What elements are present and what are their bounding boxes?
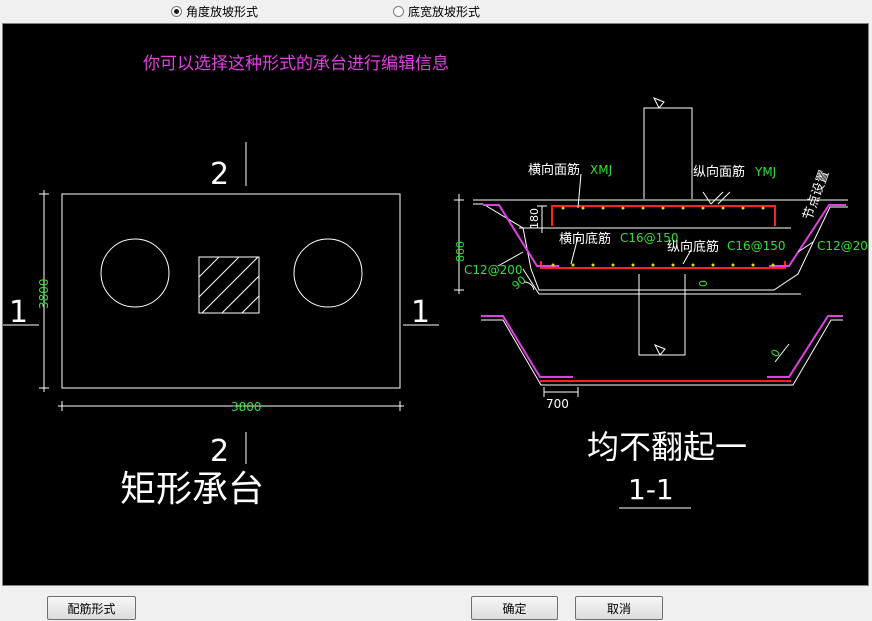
no-bend-note: 均不翻起一: [587, 428, 747, 466]
pile-left: [100, 238, 170, 308]
top-bar-label: 横向面筋: [528, 162, 580, 178]
rebar-dots: [551, 206, 775, 267]
bottom-bar-spec: C16@150: [620, 231, 679, 245]
detail-rebar-right: [767, 315, 843, 378]
column-hatched: [198, 256, 260, 314]
detail-rebar-left: [481, 315, 573, 378]
radio-unselected-icon: [393, 6, 404, 17]
long-bottom-bar-spec: C16@150: [727, 239, 786, 253]
side-bar-right-spec: C12@200: [817, 239, 868, 253]
section-mark-right: 1: [411, 295, 430, 330]
width-slope-radio[interactable]: 底宽放坡形式: [393, 3, 480, 20]
drawing-canvas: 你可以选择这种形式的承台进行编辑信息 2 2 1 1: [2, 23, 872, 586]
angle-slope-label: 角度放坡形式: [186, 5, 259, 19]
top-rebar: [551, 205, 776, 226]
column-hatch-lines: [198, 256, 260, 314]
zero-mark-2: 0: [768, 347, 783, 360]
section-mark-left: 1: [9, 295, 28, 330]
width-dim: 3800: [231, 400, 262, 414]
section-mark-bottom: 2: [210, 434, 229, 469]
slope-rebar-left: [483, 204, 559, 267]
button-bar: 配筋形式 确定 取消: [0, 587, 872, 621]
long-top-bar-label: 纵向面筋: [693, 164, 745, 180]
top-bar-code: XMJ: [590, 163, 612, 177]
pile-cap-outline: [61, 193, 401, 389]
cover-dim: 180: [528, 208, 541, 229]
radio-selected-icon: [171, 6, 182, 17]
section-mark-top: 2: [210, 157, 229, 192]
width-slope-label: 底宽放坡形式: [408, 5, 481, 19]
pile-right: [293, 238, 363, 308]
option-bar: 角度放坡形式 底宽放坡形式: [0, 0, 872, 23]
node-note: 节点设置: [801, 168, 833, 222]
section-label: 1-1: [628, 473, 674, 506]
height-dim: 3800: [37, 278, 51, 309]
long-bottom-bar-label: 纵向底筋: [667, 239, 719, 255]
angle-slope-radio[interactable]: 角度放坡形式: [171, 3, 258, 20]
long-top-bar-code: YMJ: [754, 165, 776, 179]
slope-rebar-right: [769, 204, 846, 267]
rebar-form-button[interactable]: 配筋形式: [47, 596, 136, 620]
ok-button[interactable]: 确定: [471, 596, 558, 620]
zero-mark: 0: [697, 280, 710, 287]
cap-outline: [473, 203, 848, 291]
pile-section: [638, 274, 686, 356]
angle-arc: [523, 281, 535, 291]
detail-outline: [481, 319, 843, 386]
height-dim-section: 800: [454, 241, 467, 262]
cancel-button[interactable]: 取消: [575, 596, 663, 620]
bottom-rebar: [540, 261, 786, 269]
hint-text: 你可以选择这种形式的承台进行编辑信息: [143, 54, 449, 74]
plan-title: 矩形承台: [120, 469, 264, 510]
width-700: 700: [546, 397, 569, 411]
cad-drawing: 你可以选择这种形式的承台进行编辑信息 2 2 1 1: [3, 54, 872, 510]
bottom-bar-label: 横向底筋: [559, 231, 611, 247]
column-section: [643, 97, 693, 199]
side-bar-left-spec: C12@200: [464, 263, 523, 277]
